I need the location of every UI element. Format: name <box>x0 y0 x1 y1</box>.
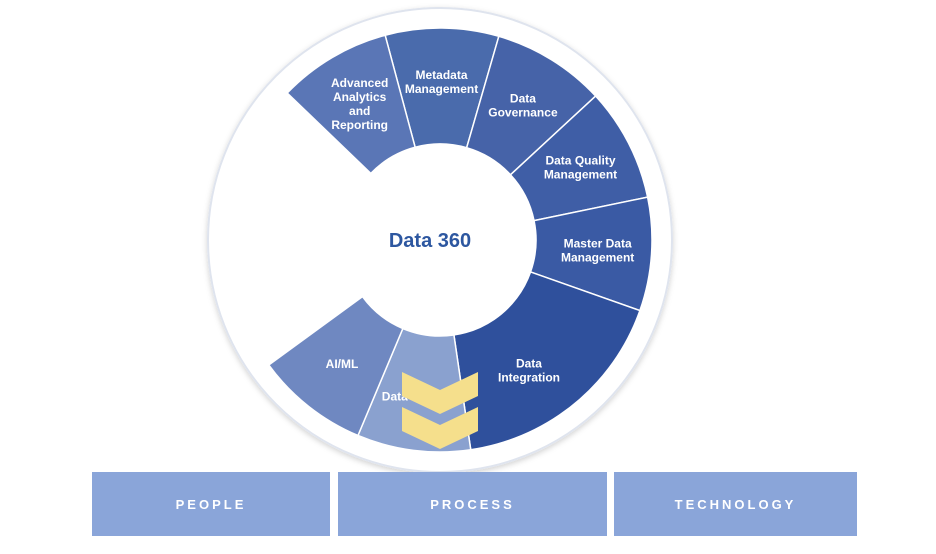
chevron-down-icon <box>402 407 478 449</box>
pillar-process: PROCESS <box>338 472 607 536</box>
wheel-segment-label: AI/ML <box>326 357 359 371</box>
center-hub <box>344 144 536 336</box>
pillar-technology-label: TECHNOLOGY <box>674 496 797 512</box>
pillar-process-label: PROCESS <box>430 496 515 512</box>
pillar-technology: TECHNOLOGY <box>614 472 857 536</box>
center-label: Data 360 <box>389 230 471 252</box>
chevron-down-arrows <box>402 372 478 449</box>
chevron-down-icon <box>402 372 478 414</box>
pillar-people-label: PEOPLE <box>175 496 247 512</box>
pillar-people: PEOPLE <box>92 472 330 536</box>
